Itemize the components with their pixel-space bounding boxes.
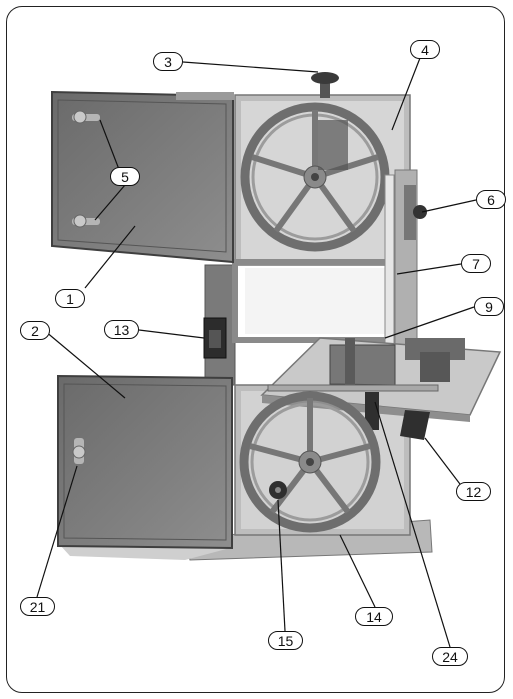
callout-13: 13 [104, 320, 139, 339]
callout-4: 4 [410, 40, 440, 59]
door-knob-lower [72, 214, 100, 228]
callout-7: 7 [461, 254, 491, 273]
callout-24: 24 [432, 647, 468, 666]
callout-1: 1 [55, 289, 85, 308]
door-knob-upper [72, 110, 100, 124]
open-door-shadow [60, 545, 230, 560]
tension-knob [311, 72, 339, 98]
tracking-knob [413, 205, 427, 219]
callout-12: 12 [456, 482, 491, 501]
rip-fence [329, 344, 396, 386]
power-switch [203, 317, 227, 359]
callout-5: 5 [110, 167, 140, 186]
fence-rail [267, 384, 439, 392]
lower-door [57, 374, 233, 550]
callout-2: 2 [20, 321, 50, 340]
guide-post [384, 174, 395, 346]
callout-14: 14 [355, 607, 393, 626]
callout-3: 3 [153, 52, 183, 71]
lower-wheel [239, 391, 381, 533]
callout-21: 21 [20, 597, 55, 616]
lower-door-knob [72, 438, 86, 464]
callout-15: 15 [268, 631, 303, 650]
miter-gauge [405, 338, 465, 382]
leader-lines [36, 57, 477, 648]
callout-9: 9 [474, 297, 504, 316]
callout-6: 6 [476, 190, 506, 209]
lower-adjust-knob [269, 481, 287, 499]
